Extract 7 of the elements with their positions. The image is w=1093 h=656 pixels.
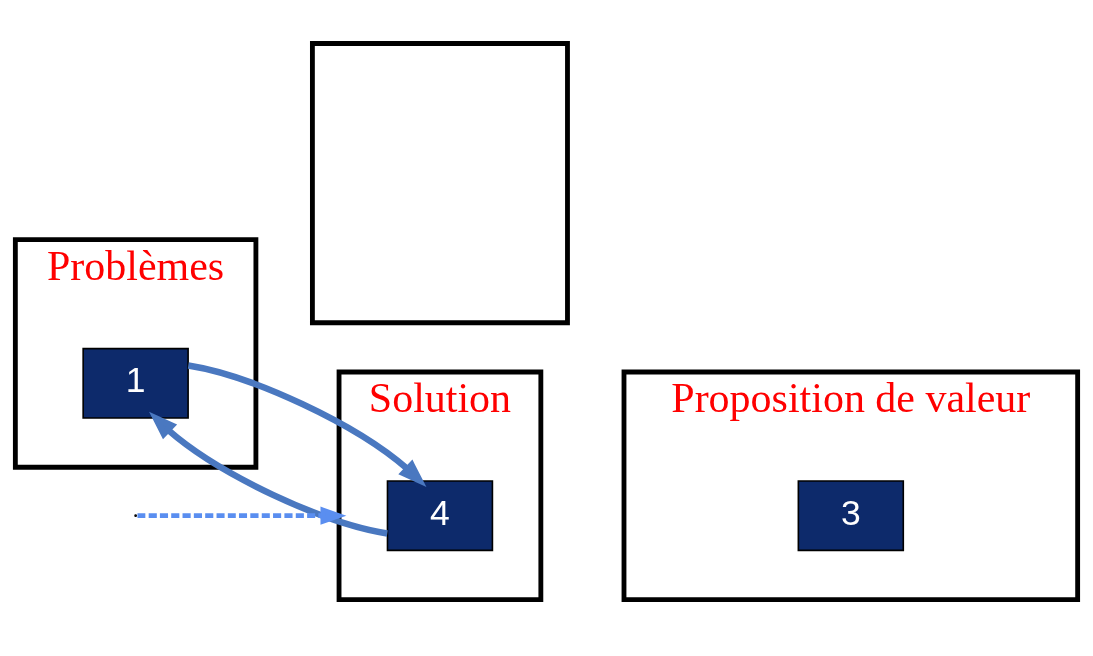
- arrow: [149, 411, 388, 537]
- arrow: [187, 362, 427, 488]
- node-box: 1: [82, 347, 189, 419]
- node-box: 4: [386, 480, 494, 552]
- arrow: [137, 506, 347, 525]
- node-box: [310, 41, 570, 326]
- node-box: 3: [797, 480, 905, 552]
